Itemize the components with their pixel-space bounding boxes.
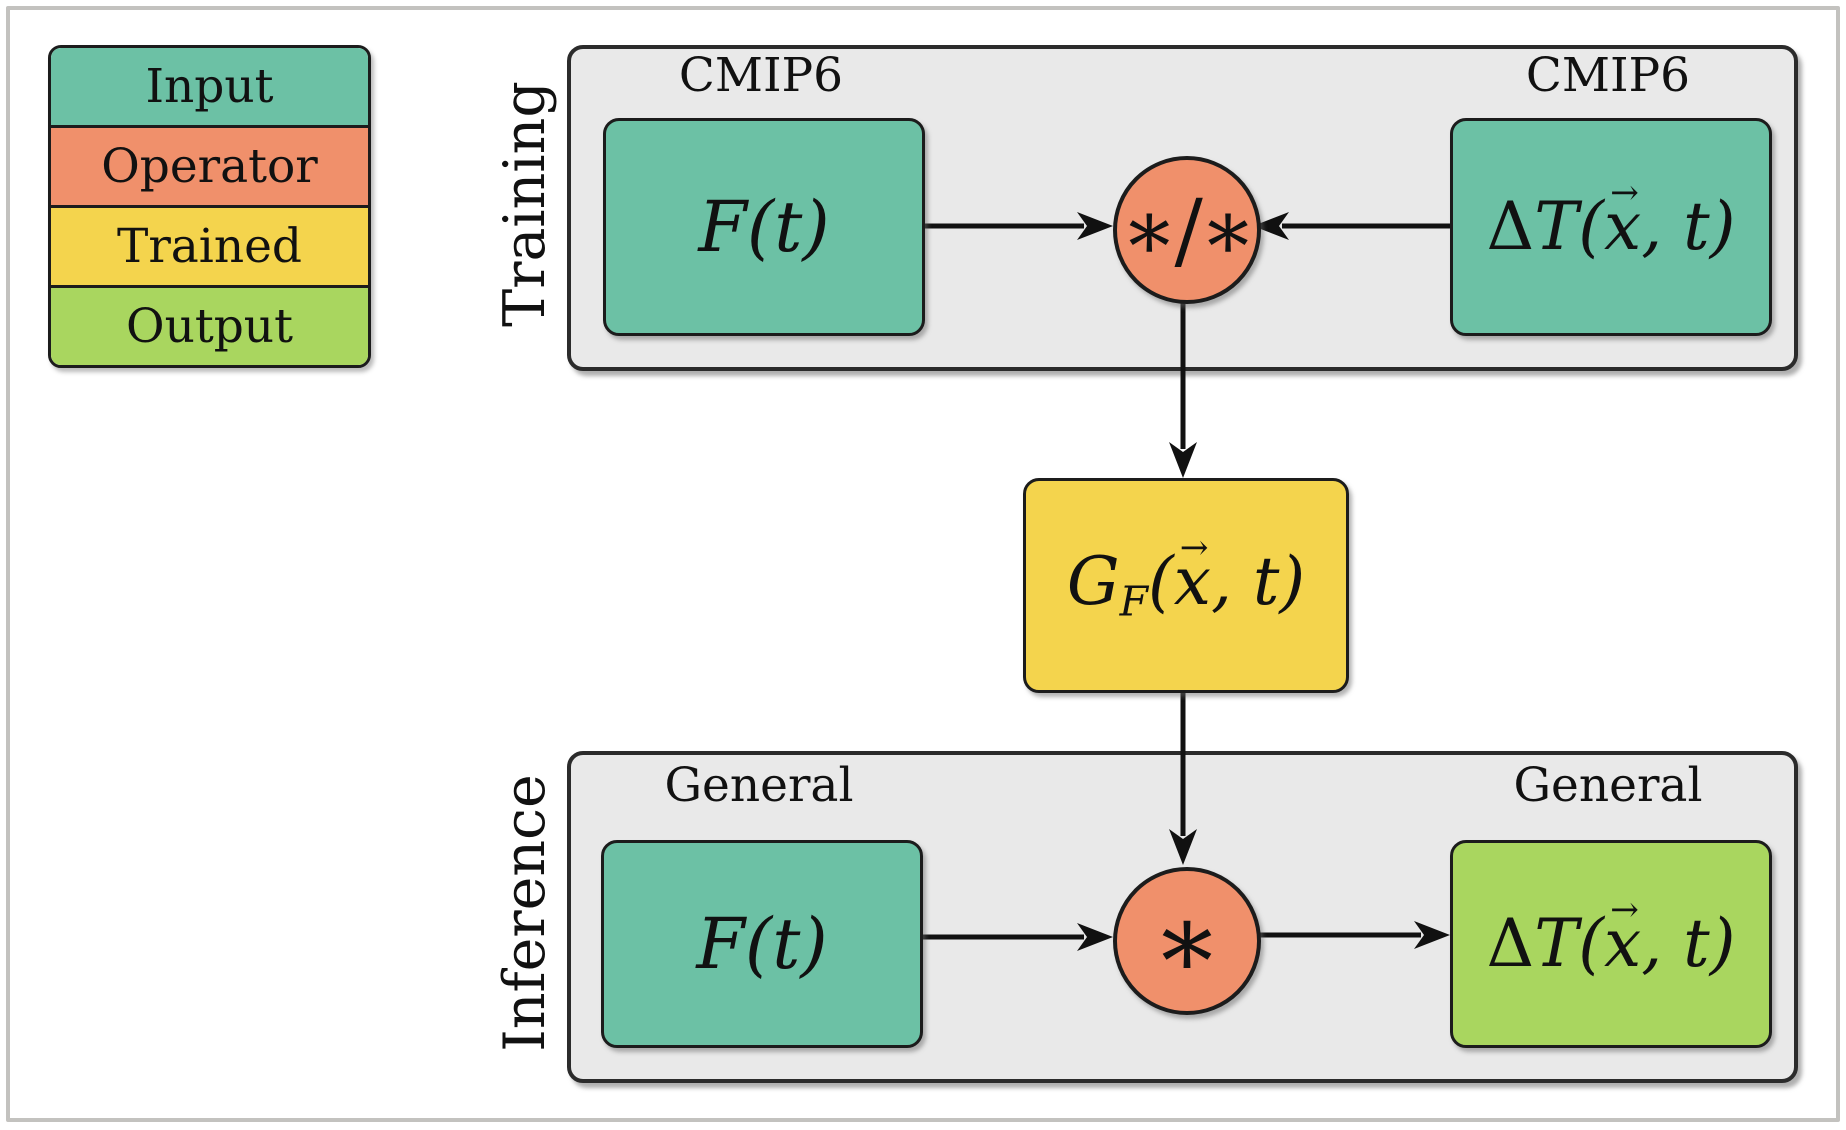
legend-label-input: Input: [145, 59, 274, 114]
inference-section-label: Inference: [491, 774, 558, 1052]
inference-output-math: ΔT(x, t): [1487, 911, 1736, 977]
inference-forcing-node: F(t): [601, 840, 923, 1048]
legend-label-output: Output: [126, 299, 293, 354]
training-operator-circle: ∗/∗: [1113, 156, 1261, 304]
training-cmip6-label-left: CMIP6: [678, 48, 844, 103]
legend-label-trained: Trained: [116, 219, 303, 274]
training-operator-symbol: ∗/∗: [1120, 181, 1257, 279]
legend-row-trained: Trained: [51, 205, 368, 285]
training-section-label: Training: [491, 81, 558, 327]
inference-general-label-right: General: [1513, 758, 1703, 813]
inference-forcing-math: F(t): [696, 903, 828, 985]
legend-row-input: Input: [51, 48, 368, 125]
legend: Input Operator Trained Output: [48, 45, 371, 368]
training-temperature-math: ΔT(x, t): [1487, 194, 1736, 260]
inference-output-node: ΔT(x, t): [1450, 840, 1772, 1048]
training-temperature-node: ΔT(x, t): [1450, 118, 1772, 336]
inference-operator-symbol: ∗: [1151, 880, 1223, 1002]
training-forcing-math: F(t): [698, 186, 830, 268]
trained-operator-math: GF(x, t): [1067, 548, 1305, 622]
training-cmip6-label-right: CMIP6: [1525, 48, 1691, 103]
trained-operator-node: GF(x, t): [1023, 478, 1349, 693]
legend-label-operator: Operator: [101, 139, 318, 194]
arrowhead-operator-to-trained: [1169, 442, 1197, 478]
legend-row-operator: Operator: [51, 125, 368, 205]
inference-operator-circle: ∗: [1113, 867, 1261, 1015]
legend-row-output: Output: [51, 285, 368, 365]
training-forcing-node: F(t): [603, 118, 925, 336]
inference-general-label-left: General: [664, 758, 854, 813]
